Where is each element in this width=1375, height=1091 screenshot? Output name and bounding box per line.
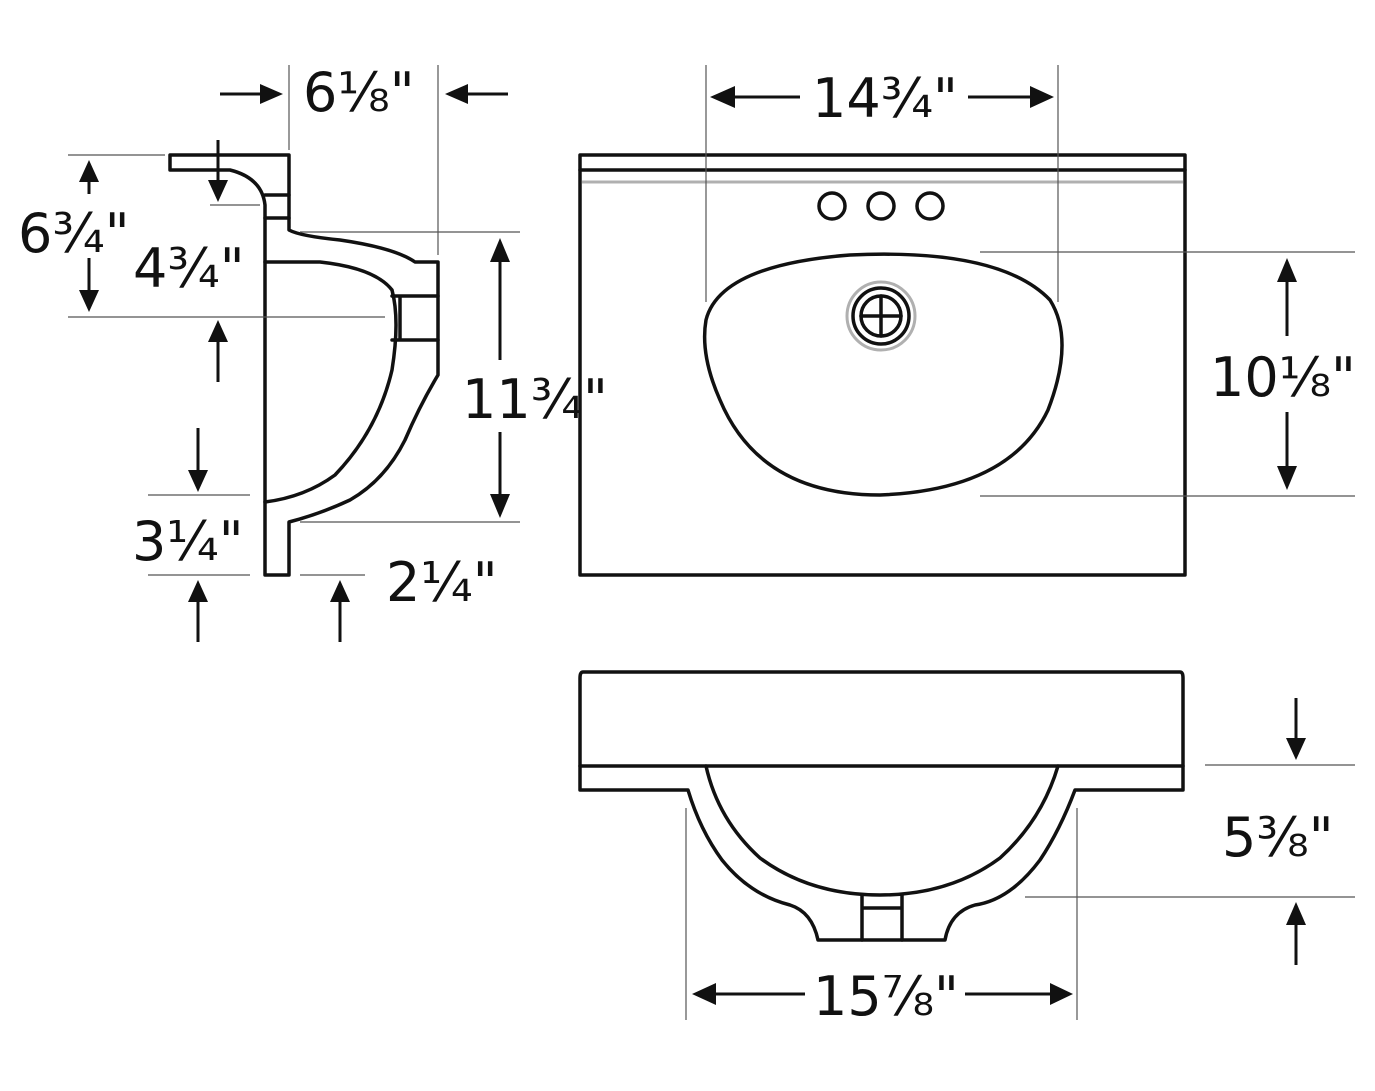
- label-side-top-depth: 6⅛": [303, 61, 415, 124]
- side-bowl-inner: [263, 260, 398, 504]
- front-bowl-inner: [704, 764, 1060, 897]
- top-countertop: [578, 153, 1187, 577]
- front-drain-stub: [860, 893, 904, 942]
- dimension-labels: 6⅛" 6¾" 4¾" 11¾" 3¼" 2¼" 14¾" 10⅛" 5⅜" 1…: [18, 61, 1356, 1028]
- front-view: [578, 670, 1185, 942]
- side-drain-stub: [390, 294, 440, 342]
- side-faucet-ledge: [263, 193, 291, 220]
- top-dimension-arrows: [710, 86, 1297, 490]
- label-side-foot-height: 3¼": [132, 510, 244, 573]
- label-top-bowl-width: 14¾": [812, 67, 958, 130]
- label-side-total-height: 6¾": [18, 202, 130, 265]
- top-view: [578, 153, 1187, 577]
- drain-ring: [845, 280, 917, 352]
- faucet-hole-center: [866, 191, 896, 221]
- side-view: [168, 153, 440, 577]
- side-profile: [168, 153, 440, 577]
- label-front-bowl-width: 15⅞": [813, 965, 959, 1028]
- side-extension-lines: [68, 65, 520, 576]
- drain-icon: [851, 286, 911, 346]
- label-side-bowl-height: 11¾": [462, 368, 608, 431]
- drain-cross: [859, 294, 903, 338]
- label-side-bowl-top: 4¾": [133, 237, 245, 300]
- front-extension-lines: [685, 764, 1355, 1020]
- label-top-bowl-depth: 10⅛": [1210, 346, 1356, 409]
- faucet-hole-right: [915, 191, 945, 221]
- front-dimension-arrows: [692, 698, 1306, 1005]
- side-dimension-arrows: [79, 84, 510, 642]
- label-front-bowl-depth: 5⅜": [1222, 806, 1334, 869]
- top-extension-lines: [705, 65, 1355, 497]
- label-side-foot-depth: 2¼": [386, 551, 498, 614]
- top-bowl-outline: [702, 252, 1064, 497]
- faucet-hole-left: [817, 191, 847, 221]
- front-profile: [578, 670, 1185, 942]
